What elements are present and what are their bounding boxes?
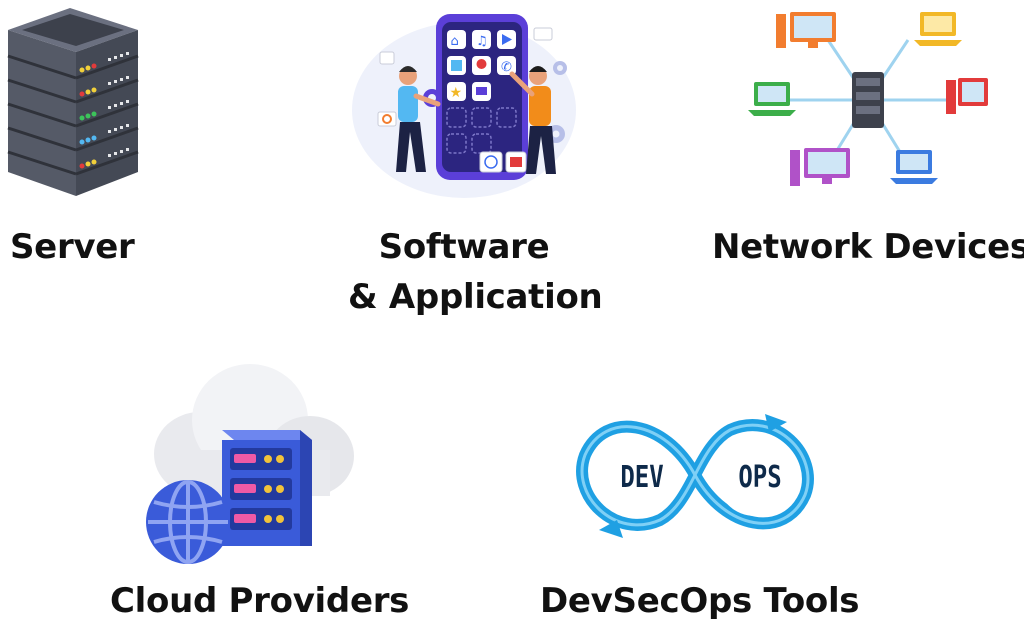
software-label-line1: Software (378, 227, 550, 267)
devops-logo-text-ops: OPS (738, 460, 782, 495)
server-tile: Server (0, 0, 150, 300)
svg-text:★: ★ (450, 85, 463, 101)
software-label-line2: & Application (348, 277, 603, 317)
software-application-tile: ⌂ ♫ ✆ ★ (340, 0, 603, 330)
devsecops-tools-tile: DEV OPS DevSecOps Tools (530, 380, 870, 635)
devops-infinity-icon (576, 414, 814, 538)
cloud-providers-tile: Cloud Providers (100, 360, 420, 635)
server-label: Server (10, 227, 135, 267)
cloud-server-globe-icon (146, 364, 354, 564)
server-rack-icon (7, 8, 139, 196)
svg-text:♫: ♫ (476, 34, 488, 49)
network-topology-icon (748, 12, 988, 186)
cloud-providers-label: Cloud Providers (110, 581, 410, 621)
network-devices-label: Network Devices (712, 227, 1024, 267)
devsecops-tools-label: DevSecOps Tools (540, 581, 860, 621)
svg-text:✆: ✆ (501, 60, 512, 75)
devops-logo-text-dev: DEV (620, 460, 664, 495)
network-devices-tile: Network Devices (700, 0, 1024, 300)
mobile-app-development-icon: ⌂ ♫ ✆ ★ (352, 14, 576, 198)
svg-text:⌂: ⌂ (451, 34, 459, 49)
